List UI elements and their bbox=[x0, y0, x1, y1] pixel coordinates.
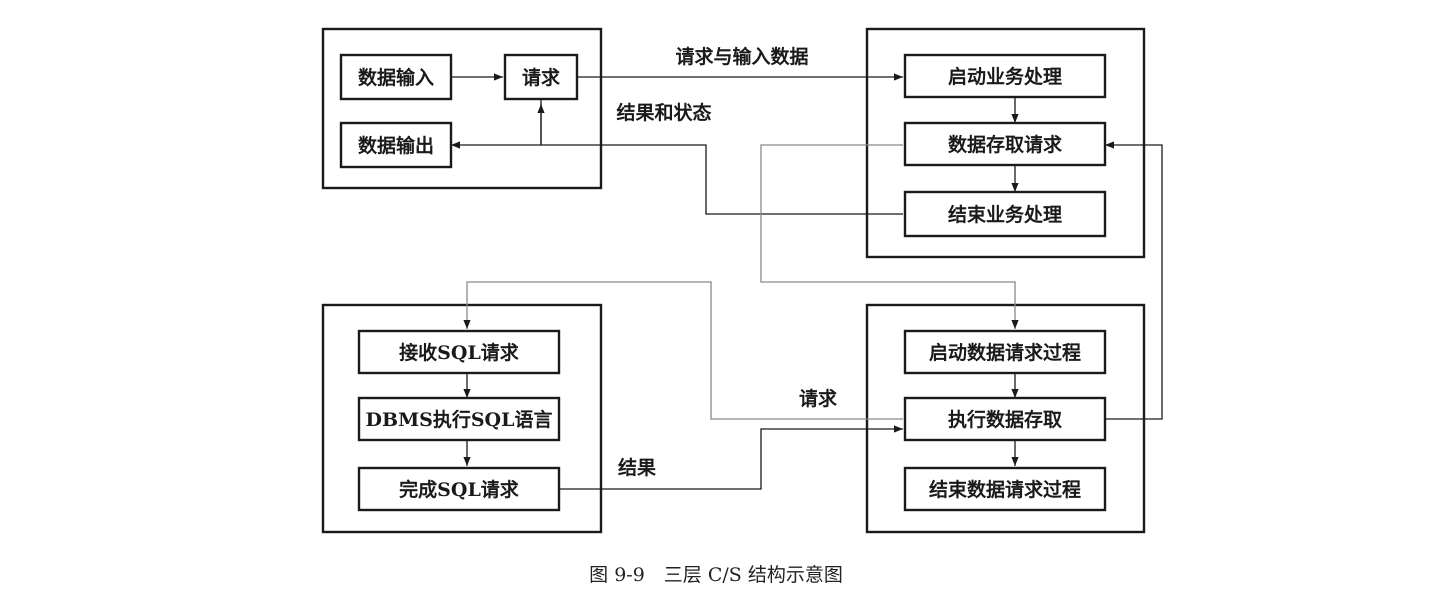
svg-text:数据存取请求: 数据存取请求 bbox=[948, 133, 1063, 156]
svg-text:执行数据存取: 执行数据存取 bbox=[948, 408, 1062, 431]
svg-text:DBMS执行SQL语言: DBMS执行SQL语言 bbox=[366, 408, 553, 431]
node-exec-data-access: 执行数据存取 bbox=[903, 396, 1107, 442]
node-end-data-req: 结束数据请求过程 bbox=[903, 466, 1107, 512]
edge-data-access-to-start-data-req bbox=[760, 144, 1019, 329]
node-data-output: 数据输出 bbox=[339, 121, 453, 169]
cs-architecture-diagram: 请求与输入数据 结果和状态 请求 结果 数据输入 请求 数据输出 启动业务处理 … bbox=[321, 27, 1163, 534]
edge-end-biz-to-output bbox=[541, 144, 903, 215]
edge-done-result-to-exec bbox=[559, 425, 903, 490]
svg-text:结束业务处理: 结束业务处理 bbox=[948, 203, 1062, 226]
node-recv-sql: 接收SQL请求 bbox=[357, 329, 561, 375]
node-start-biz: 启动业务处理 bbox=[903, 53, 1107, 99]
node-request: 请求 bbox=[503, 53, 579, 101]
svg-text:启动数据请求过程: 启动数据请求过程 bbox=[929, 341, 1081, 364]
label-request: 请求 bbox=[799, 387, 838, 410]
svg-text:请求: 请求 bbox=[522, 66, 561, 89]
edge-exec-request-to-recv-sql bbox=[463, 281, 903, 420]
label-request-and-input: 请求与输入数据 bbox=[675, 45, 808, 68]
node-end-biz: 结束业务处理 bbox=[903, 190, 1107, 238]
svg-text:接收SQL请求: 接收SQL请求 bbox=[399, 341, 520, 364]
svg-text:完成SQL请求: 完成SQL请求 bbox=[399, 478, 520, 501]
svg-text:启动业务处理: 启动业务处理 bbox=[948, 65, 1062, 88]
node-data-access-request: 数据存取请求 bbox=[903, 121, 1107, 167]
label-result: 结果 bbox=[618, 456, 656, 479]
svg-text:数据输出: 数据输出 bbox=[358, 134, 434, 157]
node-dbms-exec: DBMS执行SQL语言 bbox=[357, 396, 561, 442]
label-result-and-status: 结果和状态 bbox=[616, 101, 711, 124]
figure-caption: 图 9-9 三层 C/S 结构示意图 bbox=[589, 564, 843, 586]
node-start-data-req: 启动数据请求过程 bbox=[903, 329, 1107, 375]
edge-exec-back-to-data-access bbox=[1105, 141, 1163, 420]
node-done-sql: 完成SQL请求 bbox=[357, 466, 561, 512]
node-data-input: 数据输入 bbox=[339, 53, 453, 101]
svg-text:结束数据请求过程: 结束数据请求过程 bbox=[929, 478, 1081, 501]
svg-text:数据输入: 数据输入 bbox=[358, 66, 434, 89]
